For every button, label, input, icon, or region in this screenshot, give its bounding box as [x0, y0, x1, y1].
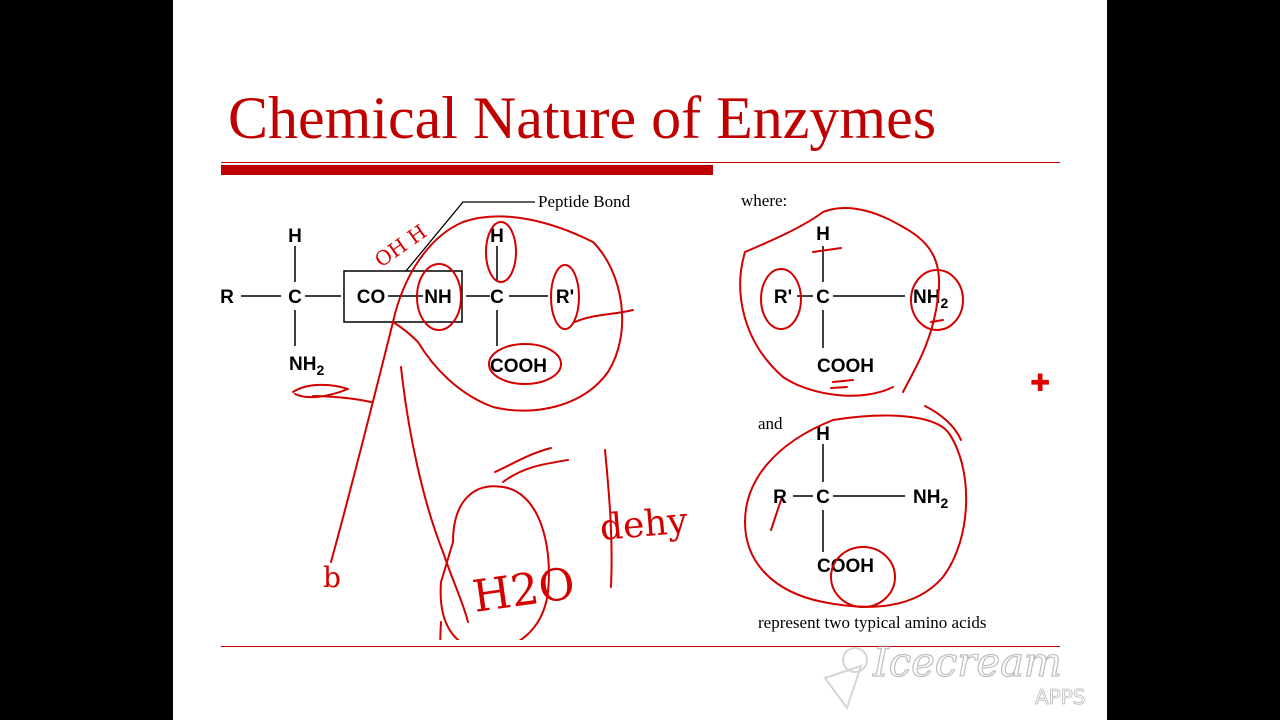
- amino1-h: H: [816, 224, 830, 245]
- amino2-cooh: COOH: [817, 556, 874, 577]
- ink-tick-amino1-h: [812, 247, 842, 253]
- and-label: and: [758, 414, 783, 433]
- dipeptide-h-right: H: [490, 226, 504, 247]
- title-rule-thin: [221, 162, 1060, 163]
- ink-circle-amino2-cooh: [830, 546, 896, 608]
- watermark-sub: APPS: [1035, 685, 1086, 709]
- ink-circle-h: [485, 221, 517, 283]
- watermark-cone-icon: [823, 664, 863, 711]
- amino2-nh2: NH2: [913, 487, 948, 511]
- ink-tick-amino2-r: [770, 499, 782, 531]
- ink-text-b: b: [323, 561, 341, 594]
- amino1-cooh: COOH: [817, 356, 874, 377]
- dipeptide-structure: H R C CO NH C R' H NH2 COOH Peptide Bond: [220, 192, 630, 378]
- amino-acid-2: H R C NH2 COOH: [773, 424, 948, 577]
- ink-loop-amino1-lower: [739, 251, 894, 397]
- ink-circle-r-prime: [550, 264, 580, 330]
- peptide-bond-box: [343, 270, 463, 323]
- ink-arrow-head: [494, 447, 552, 473]
- ink-circle-nh: [416, 263, 462, 331]
- ink-text-dehy: dehy: [598, 500, 690, 549]
- footer-rule: [221, 646, 1060, 647]
- ink-dehy-bar: [604, 449, 613, 588]
- ink-circle-cooh: [488, 343, 562, 385]
- ink-loop-amino2-top: [924, 405, 962, 441]
- watermark-brand: Icecream: [872, 640, 1062, 686]
- peptide-diagram: H R C CO NH C R' H NH2 COOH Peptide Bond…: [220, 191, 986, 640]
- amino-acids-caption: represent two typical amino acids: [758, 613, 986, 632]
- ink-squiggle-nh2-tail: [312, 395, 372, 403]
- peptide-bond-figure: H R C CO NH C R' H NH2 COOH Peptide Bond…: [213, 182, 1055, 640]
- watermark-logo: Icecream APPS: [823, 639, 1086, 711]
- ink-line-to-b: [330, 321, 394, 563]
- watermark-scoop-icon: [842, 647, 868, 673]
- ink-loop-amino1: [744, 206, 940, 393]
- amino2-r: R: [773, 487, 787, 508]
- amino2-c: C: [816, 487, 830, 508]
- ink-text-h2o: H2O: [469, 558, 578, 623]
- slide-title: Chemical Nature of Enzymes: [228, 85, 937, 151]
- ink-annotations: [292, 206, 968, 640]
- ink-h2o-tail: [439, 621, 442, 640]
- dipeptide-c-right: C: [490, 287, 504, 308]
- dipeptide-r: R: [220, 287, 234, 308]
- ink-circle-amino1-r: [760, 268, 802, 330]
- ink-circle-amino1-nh2: [910, 269, 964, 331]
- amino1-r-prime: R': [774, 287, 792, 308]
- amino1-nh2: NH2: [913, 287, 948, 311]
- title-rule-thick: [221, 165, 713, 175]
- dipeptide-r-prime: R': [556, 287, 574, 308]
- ink-loop-amino2: [744, 414, 968, 608]
- peptide-bond-label: Peptide Bond: [538, 192, 631, 211]
- dipeptide-cooh: COOH: [490, 356, 547, 377]
- ink-tail-r-prime: [574, 309, 634, 323]
- peptide-bond-pointer: [405, 201, 535, 272]
- ink-circle-h2o: [439, 485, 550, 640]
- ink-loop-right-group: [392, 215, 624, 412]
- where-label: where:: [741, 191, 787, 210]
- ink-tick-amino1-cooh: [830, 379, 854, 389]
- ink-text-oh-h: OH H: [370, 219, 431, 272]
- plus-icon: ✚: [1030, 369, 1051, 397]
- amino-acid-1: H R' C NH2 COOH: [774, 224, 949, 377]
- amino2-h: H: [816, 424, 830, 445]
- ink-arrow: [502, 459, 569, 483]
- dipeptide-nh2: NH2: [289, 354, 324, 378]
- amino1-c: C: [816, 287, 830, 308]
- ink-tick-amino1-nh2: [930, 319, 944, 323]
- dipeptide-co: CO: [357, 287, 386, 308]
- dipeptide-h-left: H: [288, 226, 302, 247]
- ink-squiggle-nh2: [292, 383, 349, 399]
- ink-line-to-h2o: [400, 366, 469, 623]
- dipeptide-c-left: C: [288, 287, 302, 308]
- slide: Chemical Nature of Enzymes H: [173, 0, 1107, 720]
- dipeptide-nh: NH: [424, 287, 451, 308]
